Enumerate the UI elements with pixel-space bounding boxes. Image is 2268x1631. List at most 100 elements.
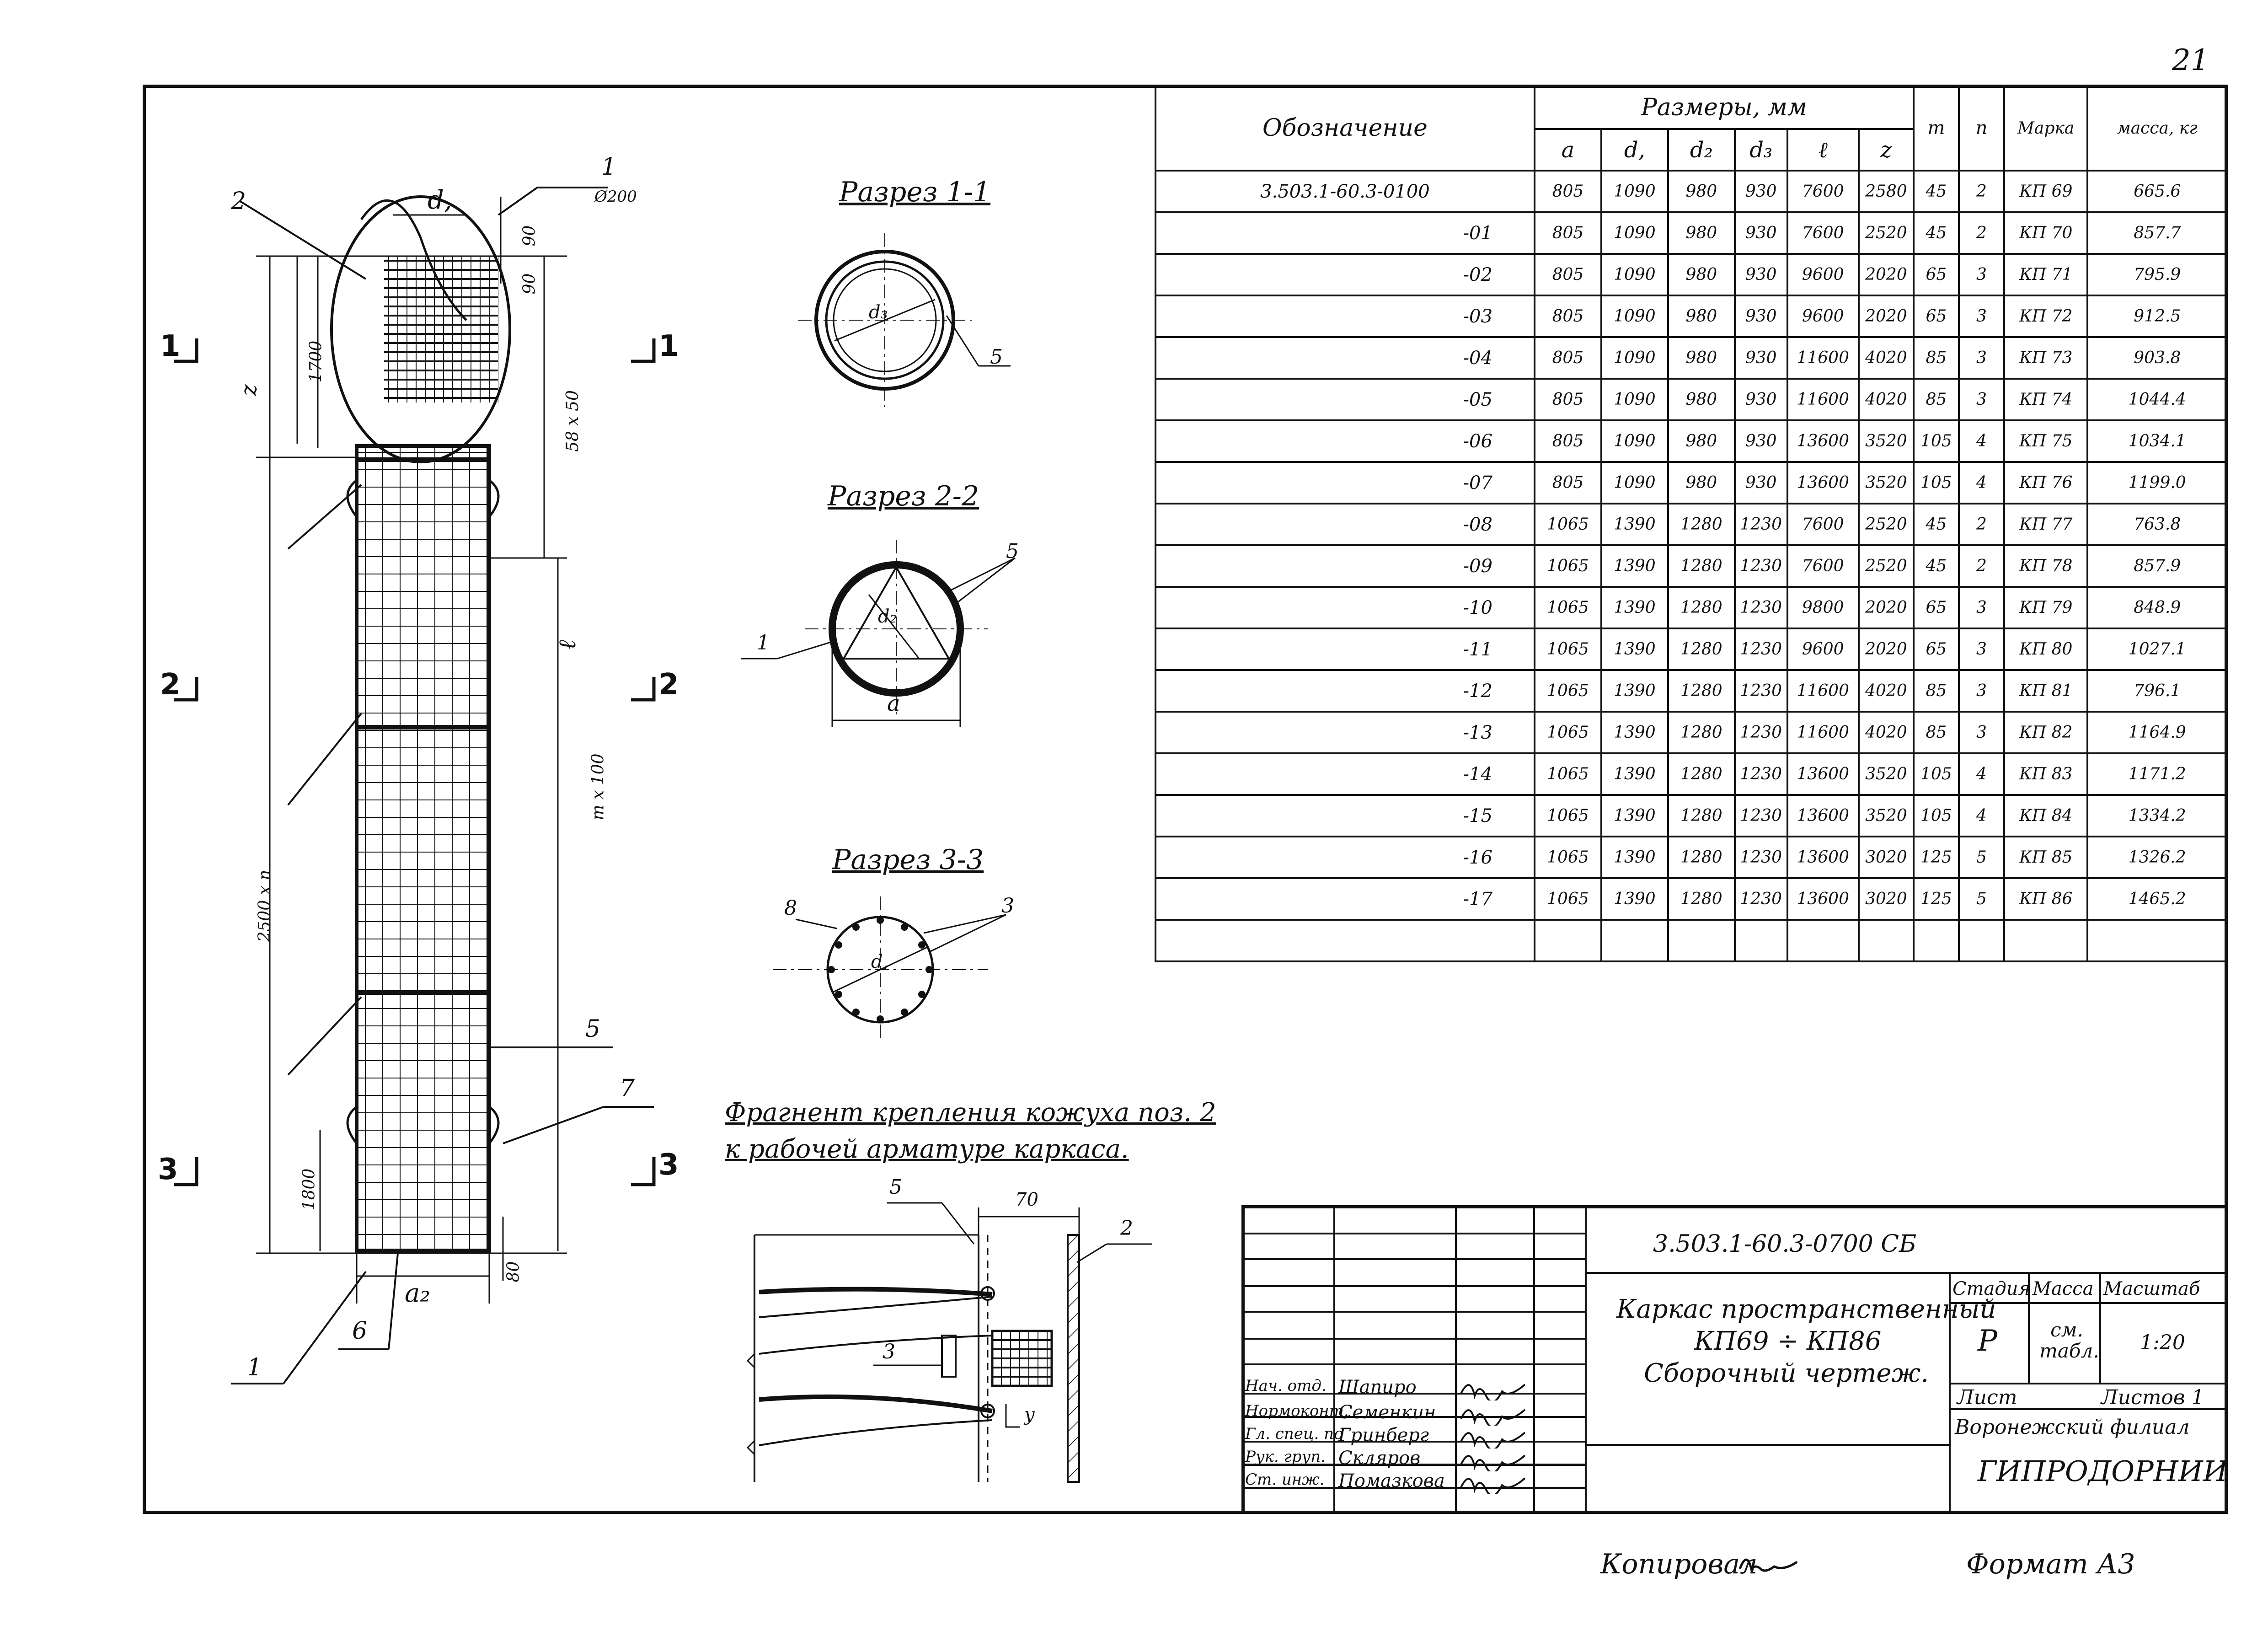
table-cell: 980 bbox=[1667, 295, 1736, 338]
stamp-sheets-label: Листов 1 bbox=[2101, 1386, 2204, 1409]
table-cell: 1280 bbox=[1667, 503, 1736, 546]
table-cell: 1465.2 bbox=[2086, 877, 2228, 921]
table-cell: 1390 bbox=[1600, 544, 1669, 588]
table-cell: 3520 bbox=[1857, 752, 1915, 796]
table-cell: 1090 bbox=[1600, 211, 1669, 255]
label-dim-2500n: 2500 x n bbox=[255, 869, 274, 942]
table-cell: 11600 bbox=[1786, 336, 1860, 380]
table-cell: 980 bbox=[1667, 170, 1736, 213]
header-m: m bbox=[1912, 85, 1960, 172]
stamp-signature bbox=[1460, 1477, 1526, 1494]
stamp-name: Шапиро bbox=[1338, 1377, 1417, 1398]
table-cell: 1280 bbox=[1667, 752, 1736, 796]
label-pos5: 5 bbox=[585, 1015, 601, 1043]
fragment-pos5: 5 bbox=[889, 1175, 902, 1199]
table-cell: 805 bbox=[1533, 419, 1602, 463]
table-cell: 805 bbox=[1533, 378, 1602, 421]
table-cell: 1280 bbox=[1667, 586, 1736, 629]
table-cell: 930 bbox=[1733, 295, 1788, 338]
table-cell: КП 70 bbox=[2003, 211, 2089, 255]
table-cell: 13600 bbox=[1786, 877, 1860, 921]
table-cell: 105 bbox=[1912, 461, 1960, 504]
table-cell: 1280 bbox=[1667, 836, 1736, 879]
table-cell: 9800 bbox=[1786, 586, 1860, 629]
table-cell: КП 85 bbox=[2003, 836, 2089, 879]
stamp-mass-value: см. табл. bbox=[2039, 1319, 2099, 1363]
header-col-d3: d₃ bbox=[1733, 128, 1788, 172]
table-cell: 65 bbox=[1912, 253, 1960, 296]
table-cell: 3020 bbox=[1857, 877, 1915, 921]
fragment-dim-70: 70 bbox=[1015, 1189, 1038, 1210]
table-cell: 1065 bbox=[1533, 752, 1602, 796]
table-cell: КП 84 bbox=[2003, 794, 2089, 837]
table-cell: 3020 bbox=[1857, 836, 1915, 879]
table-cell: 13600 bbox=[1786, 461, 1860, 504]
cell-designation: -08 bbox=[1155, 503, 1535, 546]
table-cell: 805 bbox=[1533, 211, 1602, 255]
table-cell: 2520 bbox=[1857, 503, 1915, 546]
table-cell: 1326.2 bbox=[2086, 836, 2228, 879]
table-cell: 805 bbox=[1533, 170, 1602, 213]
table-cell: 1199.0 bbox=[2086, 461, 2228, 504]
section-3-3-title: Разрез 3-3 bbox=[832, 844, 984, 876]
table-cell: 1065 bbox=[1533, 794, 1602, 837]
table-row-empty bbox=[1155, 919, 2228, 962]
stamp-role: Нормоконт. bbox=[1245, 1402, 1349, 1420]
cell-designation: -14 bbox=[1155, 752, 1535, 796]
table-cell: 980 bbox=[1667, 336, 1736, 380]
table-cell: КП 82 bbox=[2003, 711, 2089, 754]
footer-format: Формат А3 bbox=[1966, 1548, 2135, 1580]
label-z: z bbox=[236, 384, 262, 396]
table-cell: 7600 bbox=[1786, 544, 1860, 588]
table-cell: 980 bbox=[1667, 378, 1736, 421]
table-cell: 1230 bbox=[1733, 877, 1788, 921]
table-cell: 4 bbox=[1958, 461, 2005, 504]
table-cell: 1390 bbox=[1600, 503, 1669, 546]
label-pos1-bottom: 1 bbox=[247, 1354, 262, 1381]
table-cell: КП 78 bbox=[2003, 544, 2089, 588]
table-cell: 1027.1 bbox=[2086, 628, 2228, 671]
table-cell: 1230 bbox=[1733, 752, 1788, 796]
table-cell: 65 bbox=[1912, 586, 1960, 629]
table-cell: КП 83 bbox=[2003, 752, 2089, 796]
table-cell: 980 bbox=[1667, 253, 1736, 296]
table-cell: 7600 bbox=[1786, 170, 1860, 213]
cell-designation: -10 bbox=[1155, 586, 1535, 629]
cut-1-right: 1 bbox=[658, 329, 679, 363]
table-cell: 85 bbox=[1912, 378, 1960, 421]
table-cell: 5 bbox=[1958, 836, 2005, 879]
table-cell: 3 bbox=[1958, 628, 2005, 671]
table-cell: 13600 bbox=[1786, 794, 1860, 837]
cell-designation: -03 bbox=[1155, 295, 1535, 338]
section-1-1 bbox=[798, 233, 1011, 407]
table-cell: 9600 bbox=[1786, 295, 1860, 338]
page-number: 21 bbox=[2172, 43, 2209, 77]
table-cell-empty bbox=[1958, 919, 2005, 962]
table-cell: 11600 bbox=[1786, 378, 1860, 421]
stamp-scale-label: Масштаб bbox=[2103, 1278, 2200, 1299]
table-cell: КП 77 bbox=[2003, 503, 2089, 546]
table-cell: 1390 bbox=[1600, 836, 1669, 879]
specification-table: Обозначение Размеры, мм m n Марка масса,… bbox=[1155, 85, 2228, 962]
cell-designation: -04 bbox=[1155, 336, 1535, 380]
table-cell: 4020 bbox=[1857, 669, 1915, 713]
stamp-role: Рук. груп. bbox=[1245, 1448, 1326, 1466]
table-cell: 1065 bbox=[1533, 877, 1602, 921]
table-cell: 9600 bbox=[1786, 253, 1860, 296]
table-cell: 2520 bbox=[1857, 211, 1915, 255]
fragment-title-1: Фрагнент крепления кожуха поз. 2 bbox=[725, 1098, 1216, 1127]
table-cell: 2520 bbox=[1857, 544, 1915, 588]
table-cell: 1164.9 bbox=[2086, 711, 2228, 754]
stamp-name: Гринберг bbox=[1338, 1425, 1429, 1446]
table-cell: 3 bbox=[1958, 378, 2005, 421]
table-cell: 1065 bbox=[1533, 669, 1602, 713]
table-cell: 11600 bbox=[1786, 669, 1860, 713]
table-cell: 1280 bbox=[1667, 877, 1736, 921]
table-cell: 1390 bbox=[1600, 752, 1669, 796]
table-cell-empty bbox=[2086, 919, 2228, 962]
table-cell: 980 bbox=[1667, 461, 1736, 504]
